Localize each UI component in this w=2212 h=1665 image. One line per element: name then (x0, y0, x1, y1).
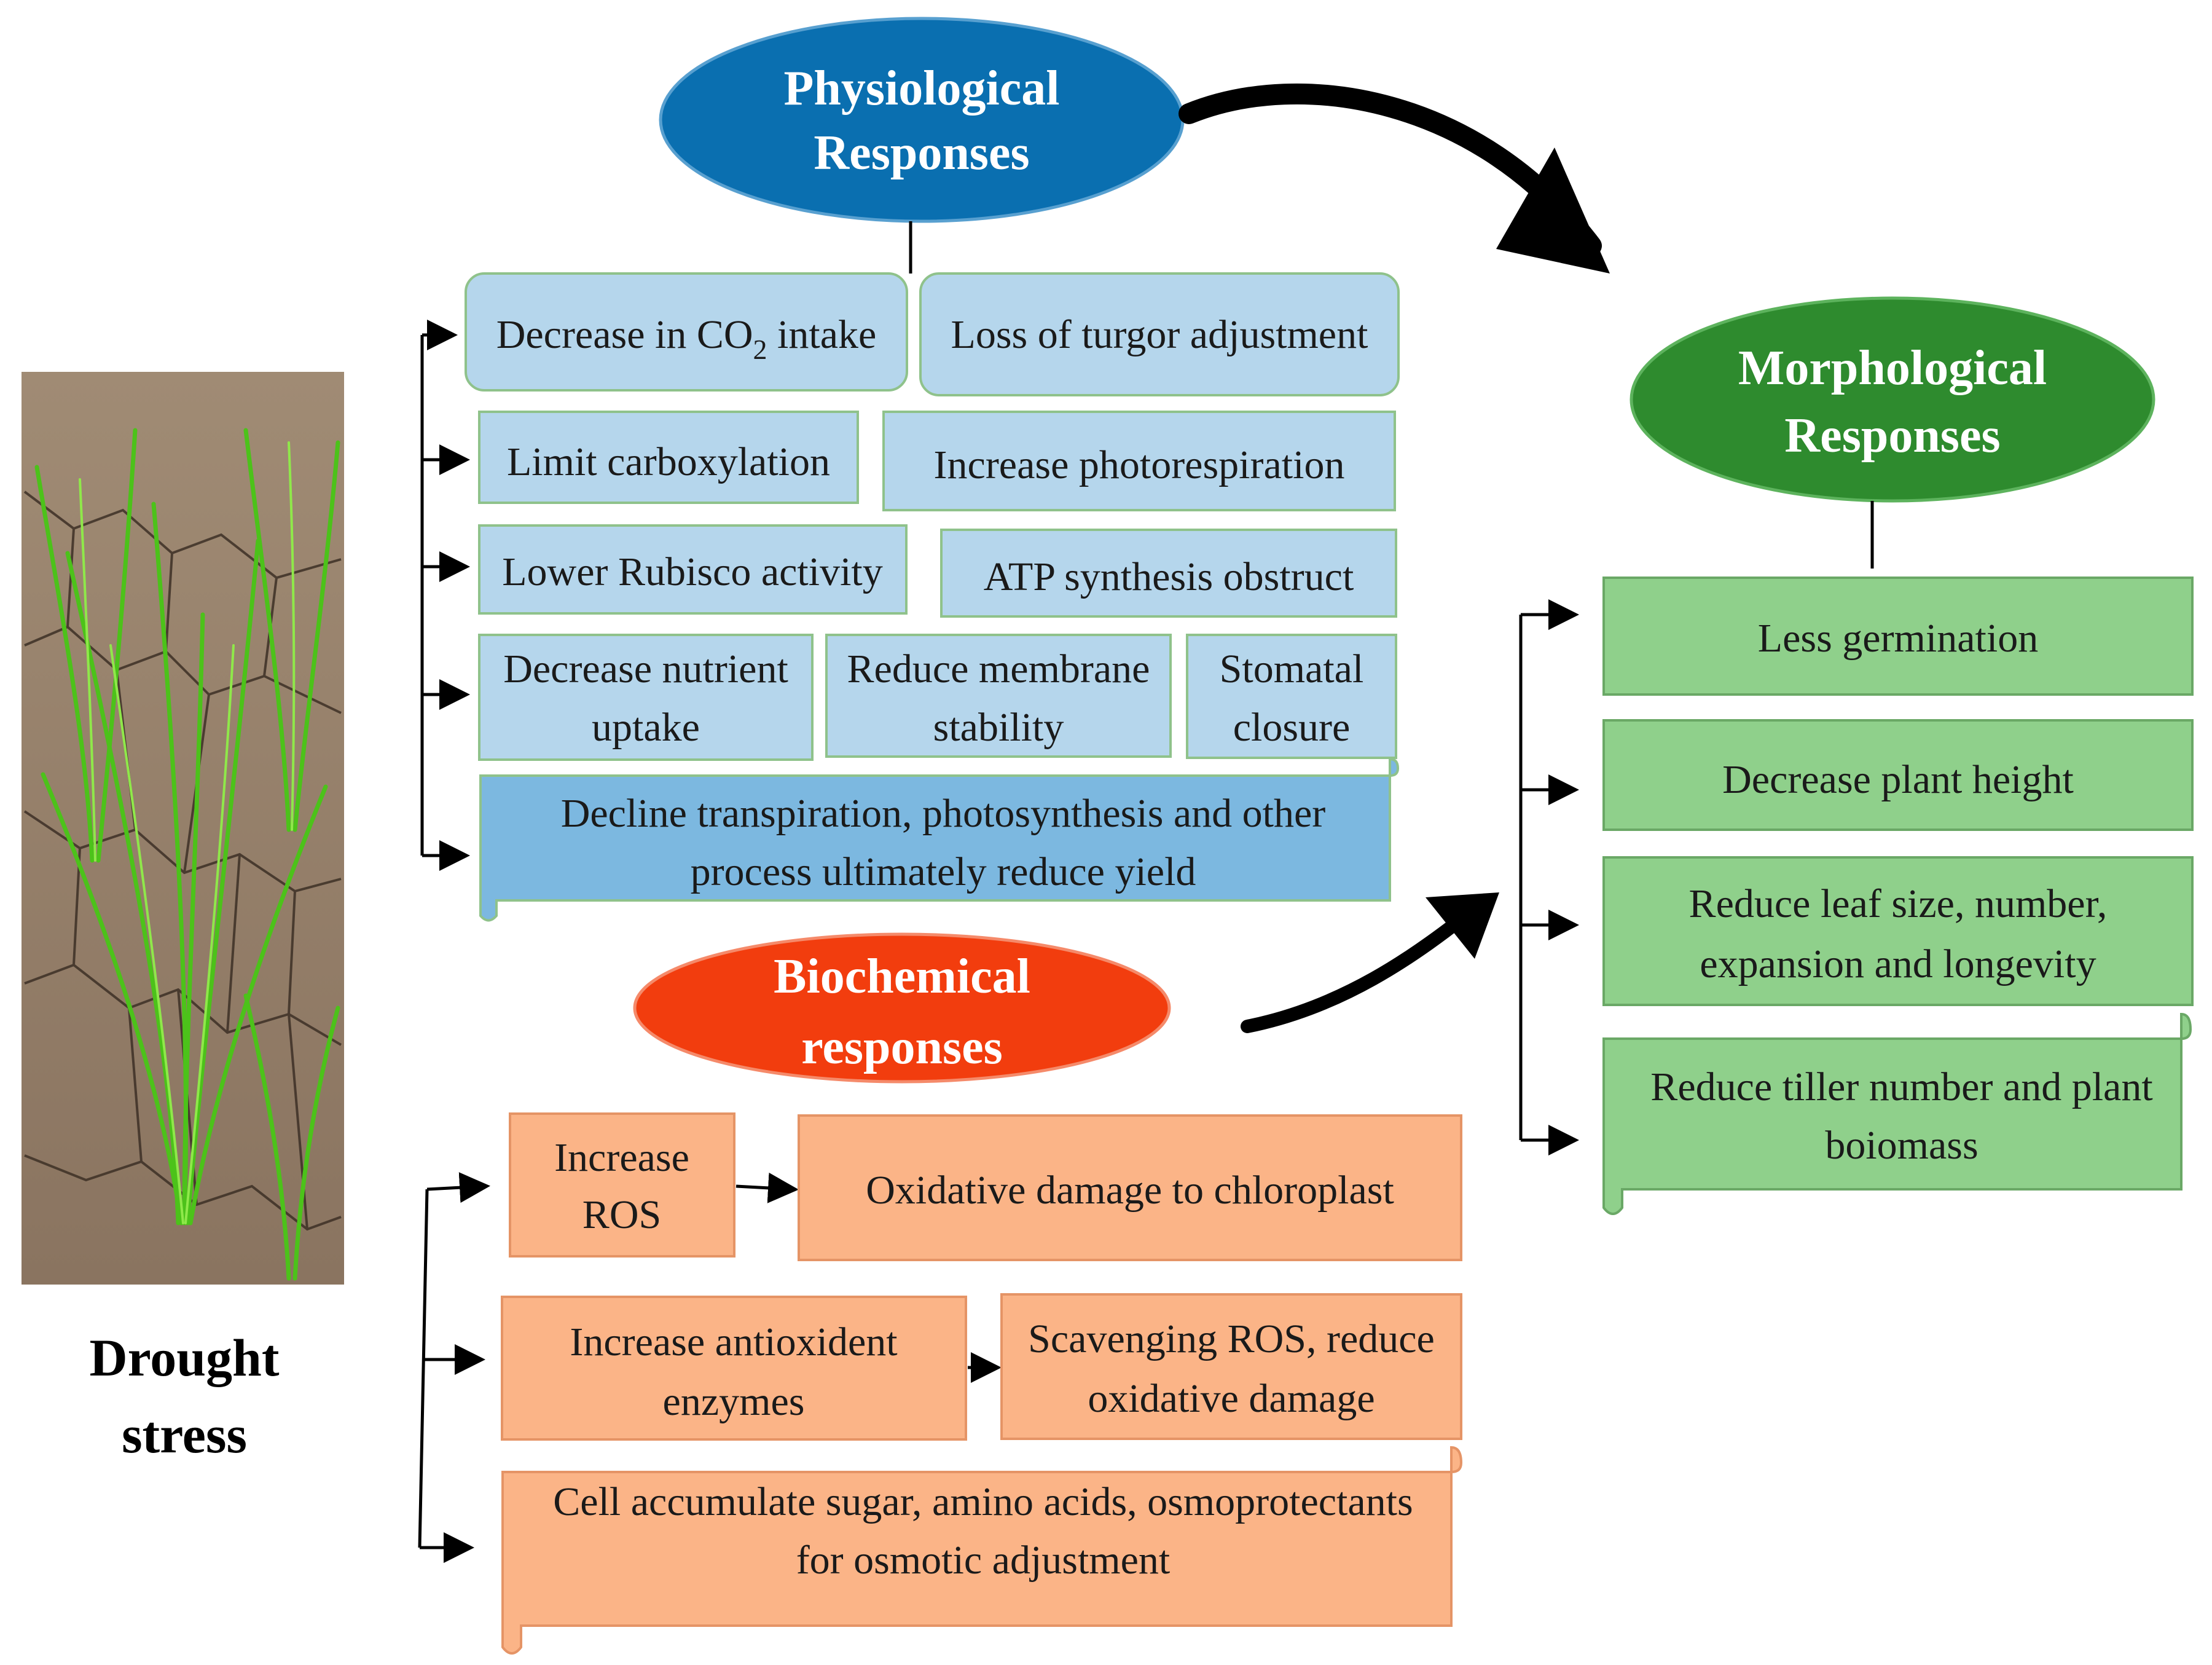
text-decrease-plant-height: Decrease plant height (1722, 757, 2074, 802)
biochemical-bracket (418, 1189, 429, 1548)
text-reduce-leaf-2: expansion and longevity (1700, 942, 2096, 986)
text-cell-accumulate-2: for osmotic adjustment (796, 1538, 1171, 1583)
text-loss-turgor: Loss of turgor adjustment (951, 312, 1368, 357)
text-reduce-tiller-1: Reduce tiller number and plant (1650, 1065, 2152, 1109)
text-reduce-leaf-1: Reduce leaf size, number, (1689, 881, 2108, 926)
text-scavenging-1: Scavenging ROS, reduce (1028, 1317, 1435, 1361)
box-scavenging-ros (1000, 1293, 1462, 1440)
text-antioxident-2: enzymes (663, 1379, 805, 1424)
text-decrease-nutrient-2: uptake (592, 705, 700, 750)
text-cell-accumulate-1: Cell accumulate sugar, amino acids, osmo… (553, 1479, 1413, 1524)
text-limit-carboxylation: Limit carboxylation (507, 439, 830, 484)
box-cell-accumulate (501, 1446, 1463, 1655)
text-decrease-nutrient-1: Decrease nutrient (503, 647, 788, 691)
text-stomatal-2: closure (1233, 705, 1351, 750)
text-lower-rubisco: Lower Rubisco activity (502, 549, 883, 594)
box-oxidative-damage (798, 1114, 1462, 1261)
box-increase-antioxident (501, 1296, 967, 1441)
box-limit-carboxylation (478, 411, 859, 504)
text-decline-2: process ultimately reduce yield (691, 849, 1196, 894)
drought-label-line1: Drought (89, 1328, 279, 1387)
curved-arrow-head (1496, 148, 1610, 274)
box-decline-transpiration (479, 757, 1400, 922)
rice-seedlings-photo (22, 372, 344, 1285)
box-reduce-membrane (825, 634, 1172, 758)
drought-label-line2: stress (122, 1405, 247, 1464)
text-reduce-membrane-1: Reduce membrane (847, 647, 1150, 691)
text-atp-synthesis: ATP synthesis obstruct (984, 554, 1354, 599)
text-decrease-co2: Decrease in CO2 intake (496, 312, 877, 365)
biochemical-title-line2: responses (801, 1020, 1002, 1074)
box-loss-turgor (919, 272, 1400, 396)
box-decrease-co2 (465, 272, 908, 392)
morphological-title-line1: Morphological (1738, 341, 2047, 395)
biochemical-ellipse (633, 932, 1171, 1084)
curved-arrow-head-2 (1426, 892, 1499, 959)
text-increase-ros-1: Increase (554, 1135, 689, 1180)
text-increase-photorespiration: Increase photorespiration (934, 443, 1345, 487)
box-lower-rubisco (478, 524, 908, 615)
text-scavenging-2: oxidative damage (1088, 1376, 1375, 1421)
text-oxidative-damage: Oxidative damage to chloroplast (866, 1168, 1394, 1213)
physiological-title-line1: Physiological (784, 61, 1060, 116)
box-reduce-tiller (1602, 1012, 2192, 1215)
ros-arrow (735, 1172, 799, 1203)
box-stomatal-closure (1186, 634, 1397, 759)
biochemical-title-line1: Biochemical (774, 950, 1030, 1004)
box-increase-ros (509, 1112, 735, 1258)
text-increase-ros-2: ROS (582, 1192, 661, 1237)
box-decrease-plant-height (1602, 719, 2194, 831)
physiological-ellipse (659, 17, 1185, 223)
text-less-germination: Less germination (1758, 616, 2038, 661)
text-reduce-tiller-2: boiomass (1825, 1123, 1978, 1168)
text-decline-1: Decline transpiration, photosynthesis an… (561, 791, 1326, 836)
morphological-title-line2: Responses (1784, 409, 2000, 463)
text-reduce-membrane-2: stability (933, 705, 1064, 750)
box-increase-photorespiration (882, 411, 1396, 511)
box-less-germination (1602, 577, 2194, 696)
box-reduce-leaf (1602, 856, 2194, 1006)
morphological-ellipse (1630, 296, 2155, 503)
text-antioxident-1: Increase antioxident (570, 1320, 897, 1364)
bracket-arrow (426, 1172, 490, 1203)
box-atp-synthesis (940, 529, 1397, 618)
text-stomatal-1: Stomatal (1220, 647, 1364, 691)
physiological-title-line2: Responses (814, 126, 1029, 180)
box-decrease-nutrient (478, 634, 814, 761)
